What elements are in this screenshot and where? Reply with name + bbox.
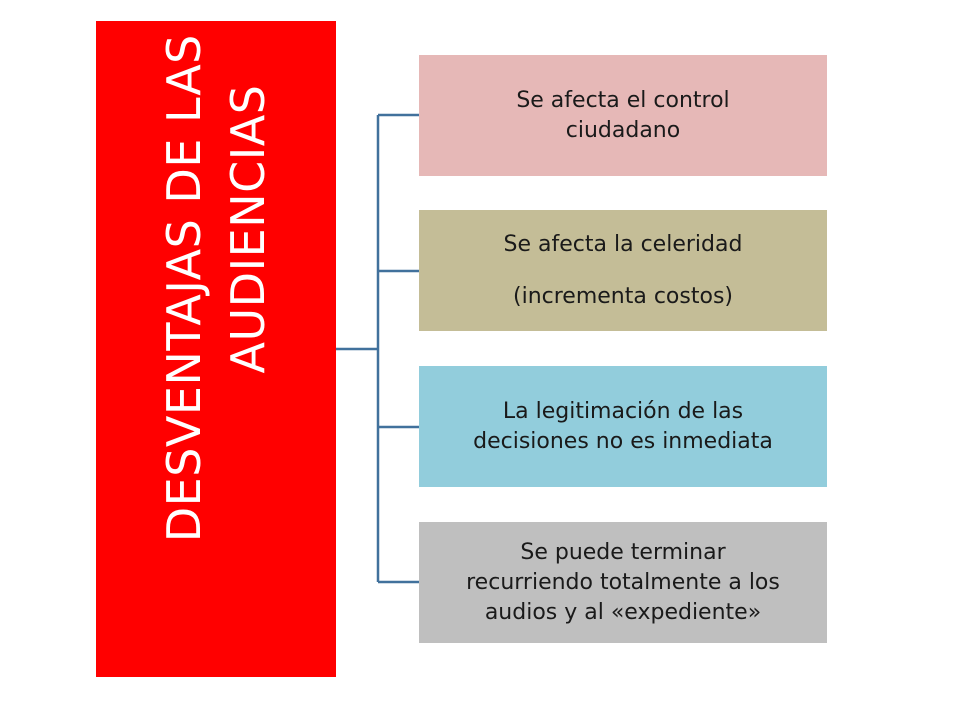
item-box-celeridad: Se afecta la celeridad (incrementa costo…	[419, 210, 827, 331]
item-text-line: recurriendo totalmente a los	[466, 569, 780, 595]
item-box-expediente: Se puede terminar recurriendo totalmente…	[419, 522, 827, 643]
item-text-line: Se afecta el control	[516, 87, 730, 113]
item-text-line: (incrementa costos)	[513, 283, 733, 309]
item-box-control-ciudadano: Se afecta el control ciudadano	[419, 55, 827, 176]
item-text-line: Se afecta la celeridad	[503, 231, 743, 257]
item-text-line: audios y al «expediente»	[484, 599, 762, 625]
item-text-line: decisiones no es inmediata	[473, 428, 773, 454]
main-category-box: DESVENTAJAS DE LAS MINI AUDIENCIAS	[96, 0, 336, 677]
item-text-line: La legitimación de las	[502, 398, 744, 424]
item-text-line: ciudadano	[565, 117, 681, 143]
item-text-line: Se puede terminar	[520, 539, 726, 565]
connector-group	[336, 113, 419, 584]
item-box-legitimacion: La legitimación de las decisiones no es …	[419, 366, 827, 487]
